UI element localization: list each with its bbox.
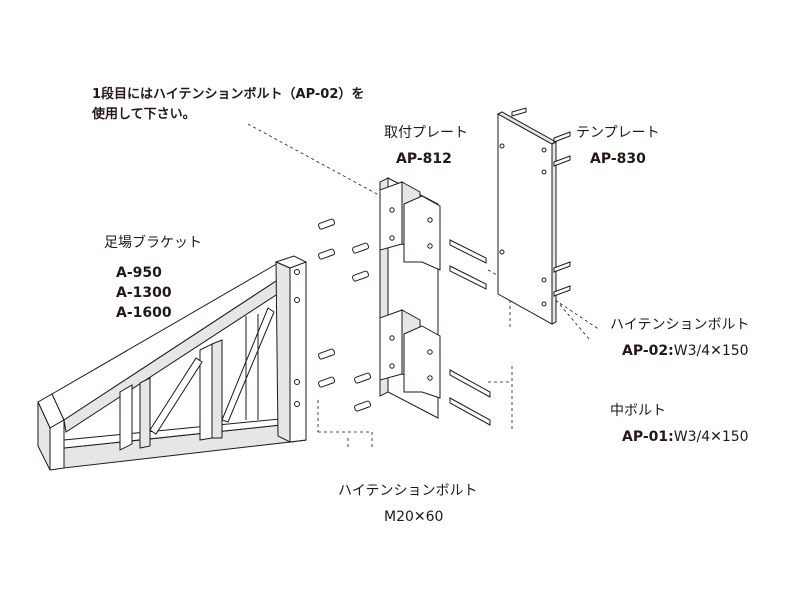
ht-bolt-long-spec: AP-02:W3/4✕150 — [622, 343, 749, 359]
middle-bolt-size: W3/4✕150 — [673, 429, 749, 445]
ht-bolt-short-spec: M20✕60 — [384, 509, 444, 525]
long-bolts — [449, 239, 491, 426]
middle-bolt-code: AP-01 — [622, 429, 669, 445]
ht-bolt-long-name: ハイテンションボルト — [610, 317, 750, 333]
mount-plate-name: 取付プレート — [384, 125, 468, 141]
mount-plate-drawing — [379, 177, 441, 419]
middle-bolt-name: 中ボルト — [610, 403, 666, 419]
ht-bolt-long-size: W3/4✕150 — [673, 343, 749, 359]
note-line-2: 使用して下さい。 — [92, 107, 196, 122]
mount-plate-code: AP-812 — [396, 151, 452, 167]
foot-bracket-drawing — [37, 255, 307, 471]
template-plate-name: テンプレート — [576, 125, 660, 141]
short-bolts — [318, 218, 372, 412]
foot-bracket-name: 足場ブラケット — [104, 235, 202, 251]
note-line-1: 1段目にはハイテンションボルト（AP-02）を — [92, 87, 365, 102]
template-plate-drawing — [496, 107, 571, 325]
foot-bracket-code-3: A-1600 — [116, 305, 172, 321]
foot-bracket-code-1: A-950 — [116, 265, 162, 281]
template-plate-code: AP-830 — [590, 151, 646, 167]
ht-bolt-short-name: ハイテンションボルト — [338, 483, 478, 499]
ht-bolt-long-code: AP-02 — [622, 343, 669, 359]
middle-bolt-spec: AP-01:W3/4✕150 — [622, 429, 749, 445]
foot-bracket-code-2: A-1300 — [116, 285, 172, 301]
